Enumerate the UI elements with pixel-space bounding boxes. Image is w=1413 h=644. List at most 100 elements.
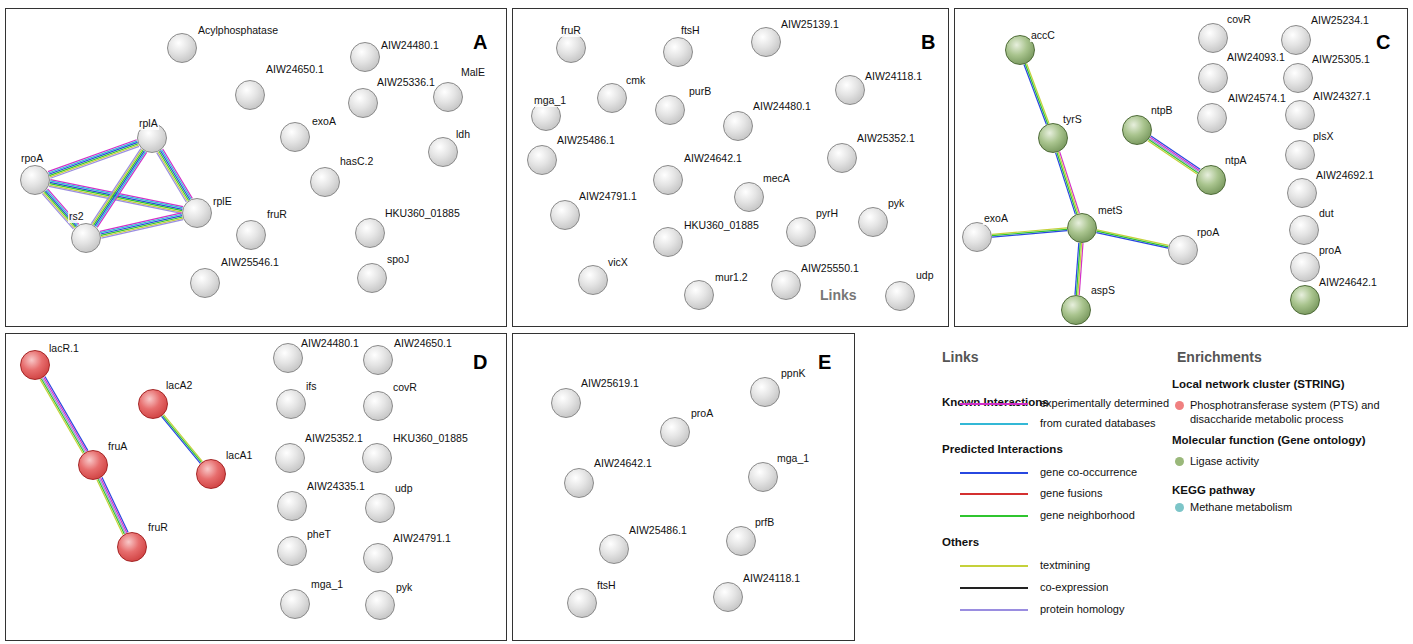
protein-label: AIW25352.1 [856,132,916,145]
interaction-link [42,189,78,229]
interaction-link [161,415,202,464]
protein-circle [1285,100,1315,130]
link-strand [992,229,1067,235]
protein-node: mga_1 [531,101,561,131]
protein-label: exoA [983,212,1009,225]
protein-circle [273,343,303,373]
legend-text: gene neighborhood [1040,509,1135,521]
protein-label: accC [1030,29,1056,42]
protein-circle [71,223,101,253]
protein-circle [235,80,265,110]
panel-letter: B [921,31,935,54]
protein-circle [190,268,220,298]
protein-label: proA [690,407,714,420]
protein-circle [428,137,458,167]
protein-label: AIW25234.1 [1310,14,1370,27]
protein-label: hasC.2 [339,155,374,168]
protein-node: AIW24791.1 [550,200,580,230]
protein-node: AIW24650.1 [363,345,393,375]
legend-heading: Enrichments [1177,349,1262,365]
protein-label: plsX [1312,130,1334,143]
protein-label: AIW24692.1 [1315,169,1375,182]
protein-label: lacA2 [165,379,193,392]
link-strand [44,377,87,451]
protein-circle [365,493,395,523]
protein-label: HKU360_01885 [384,207,461,220]
protein-node: AIW25352.1 [827,143,857,173]
protein-label: AIW25305.1 [1311,53,1371,66]
protein-circle [167,33,197,63]
protein-node: AIW24118.1 [713,582,743,612]
protein-circle [277,536,307,566]
protein-node: ntpA [1196,165,1226,195]
protein-label: ftsH [596,579,617,592]
protein-node: fruA [78,450,108,480]
protein-label: lacR.1 [48,342,80,355]
protein-node: rplA [137,123,167,153]
protein-label: AIW24093.1 [1226,51,1286,64]
protein-circle [1287,178,1317,208]
protein-node: mecA [734,182,764,212]
protein-node: AIW24480.1 [723,111,753,141]
link-strand [102,477,128,532]
legend-heading: Molecular function (Gene ontology) [1172,434,1366,446]
protein-circle [362,443,392,473]
interaction-link [1096,230,1168,248]
protein-node: exoA [280,122,310,152]
protein-node: pheT [277,536,307,566]
protein-circle [550,200,580,230]
protein-label: AIW24650.1 [265,63,325,76]
protein-circle [827,143,857,173]
protein-circle [1198,23,1228,53]
panel-letter: D [473,351,487,374]
protein-circle [599,534,629,564]
protein-node: AIW25619.1 [551,388,581,418]
legend-text: from curated databases [1040,417,1156,429]
protein-node: AIW24480.1 [350,42,380,72]
protein-node: pyk [365,590,395,620]
protein-circle [655,95,685,125]
protein-node: dut [1289,215,1319,245]
protein-label: AIW25546.1 [220,256,280,269]
link-strand [97,480,123,535]
protein-node: rplE [182,198,212,228]
legend-heading: Known Interactions [942,396,1049,408]
protein-node: ldh [428,137,458,167]
protein-label: rs2 [68,210,85,223]
protein-node: AIW24327.1 [1285,100,1315,130]
protein-node: mga_1 [748,462,778,492]
protein-node: pyk [858,207,888,237]
protein-node: rpoA [1168,235,1198,265]
protein-label: aspS [1090,284,1116,297]
legend-text: experimentally determined [1040,397,1169,409]
protein-label: fruR [147,521,169,534]
protein-node: ftsH [567,588,597,618]
protein-circle [660,417,690,447]
protein-node: purB [655,95,685,125]
protein-node: lacA1 [196,459,226,489]
protein-label: pheT [306,528,332,541]
protein-circle [663,37,693,67]
legend-text: textmining [1040,559,1090,571]
link-strand [992,231,1067,237]
link-strand [1097,231,1169,247]
protein-circle [1283,63,1313,93]
panel-box: BfruRftsHAIW25139.1cmkpurBAIW24480.1AIW2… [512,8,949,327]
protein-circle [280,589,310,619]
protein-circle [1290,285,1320,315]
link-strand [1096,233,1168,249]
protein-node: AIW25486.1 [599,534,629,564]
protein-circle [182,198,212,228]
link-strand [49,142,138,174]
protein-label: exoA [311,115,337,128]
protein-label: vicX [607,256,629,269]
watermark-text: Links [820,287,857,303]
protein-node: fruR [117,532,147,562]
protein-node: AIW25546.1 [190,268,220,298]
legend-text: gene fusions [1040,487,1102,499]
legend-swatch [1175,401,1184,410]
protein-circle [653,227,683,257]
link-strand [45,377,88,451]
protein-label: AIW24574.1 [1227,92,1287,105]
panel-letter: C [1376,31,1390,54]
